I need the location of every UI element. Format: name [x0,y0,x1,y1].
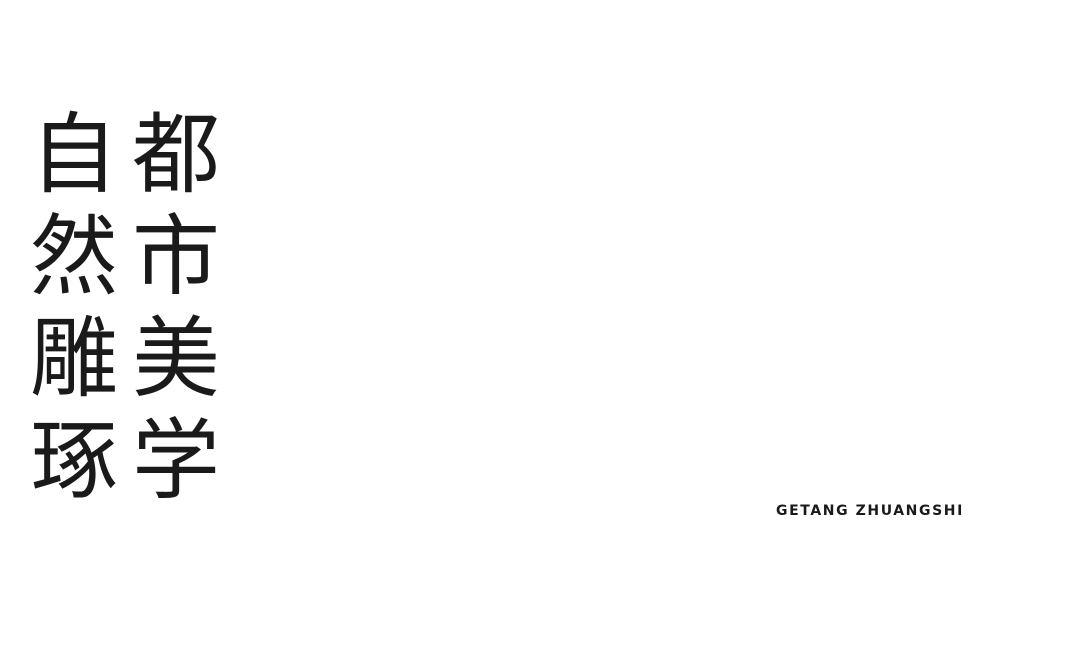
headline-right-column: 都 市 美 学 [130,104,222,512]
headline-char: 美 [131,307,220,410]
headline-char: 然 [29,205,118,308]
headline-char: 雕 [29,307,118,410]
headline-char: 市 [131,205,220,308]
headline-left-column: 自 然 雕 琢 [28,104,120,512]
headline-char: 学 [131,409,220,512]
headline-char: 琢 [29,409,118,512]
brand-tagline: GETANG ZHUANGSHI [776,503,964,519]
headline-char: 自 [29,103,118,206]
headline-char: 都 [131,103,220,206]
